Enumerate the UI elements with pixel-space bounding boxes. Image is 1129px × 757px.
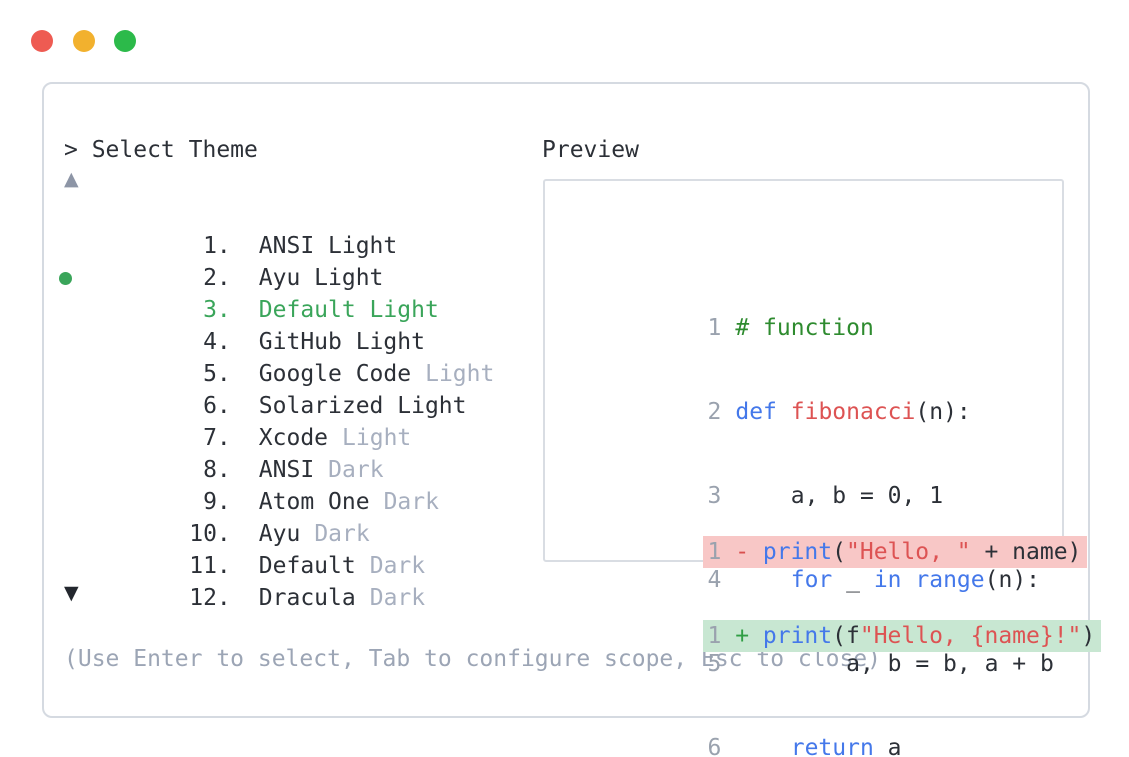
theme-number: 6. (203, 393, 231, 419)
theme-variant: Dark (369, 585, 426, 611)
theme-name: Atom One (258, 489, 370, 515)
theme-name: ANSI (258, 457, 315, 483)
theme-number: 3. (203, 297, 231, 323)
theme-list: 1. ANSI Light 2. Ayu Light 3. Default Light… (44, 198, 564, 611)
code-token: fibonacci (790, 399, 916, 425)
theme-item-ansi-dark[interactable]: 8. ANSI Dark (44, 422, 564, 483)
theme-item-solarized-light[interactable]: 6. Solarized Light (44, 358, 564, 419)
theme-item-google-code[interactable]: 5. Google Code Light (44, 326, 564, 387)
theme-number: 12. (189, 585, 231, 611)
close-button[interactable] (31, 30, 53, 52)
code-token: _ (832, 567, 874, 593)
code-token: a, b = b, a + b (735, 651, 1054, 677)
code-token: (n): (984, 567, 1041, 593)
diff-token: print (762, 539, 833, 565)
theme-name: Default (258, 553, 356, 579)
line-number: 6 (707, 735, 722, 757)
line-number: 1 (707, 623, 722, 649)
diff-token: - (721, 539, 763, 565)
diff-token: ( (832, 539, 846, 565)
theme-name: Dracula (258, 585, 356, 611)
diff-removed-highlight: 1 - print("Hello, " + name) (703, 536, 1088, 568)
code-token: def (735, 399, 777, 425)
scroll-down-icon[interactable]: ▼ (64, 582, 79, 604)
code-line: 2 def fibonacci(n): (569, 364, 1054, 425)
diff-token: + name) (970, 539, 1082, 565)
theme-number: 5. (203, 361, 231, 387)
diff-added-line: 1 + print(f"Hello, {name}!") (569, 588, 1102, 652)
theme-name: Ayu (258, 521, 301, 547)
zoom-button[interactable] (114, 30, 136, 52)
theme-number: 11. (189, 553, 231, 579)
theme-item-ansi-light[interactable]: 1. ANSI Light (44, 198, 564, 259)
code-token: return (790, 735, 874, 757)
theme-name: Default Light (258, 297, 439, 323)
code-token: a, b = 0, 1 (735, 483, 944, 509)
code-line: 4 for _ in range(n): (569, 532, 1054, 593)
theme-name: Ayu Light (258, 265, 384, 291)
line-number: 1 (707, 315, 722, 341)
theme-variant: Dark (369, 553, 426, 579)
theme-name: Google Code (258, 361, 412, 387)
diff-added-highlight: 1 + print(f"Hello, {name}!") (703, 620, 1102, 652)
theme-picker-panel: > Select Theme ▲ 1. ANSI Light 2. Ayu Ligh… (42, 82, 1102, 757)
theme-name: GitHub Light (258, 329, 425, 355)
theme-number: 4. (203, 329, 231, 355)
diff-token: (f (832, 623, 860, 649)
theme-variant: Dark (328, 457, 384, 483)
code-token (735, 735, 790, 757)
code-token (777, 399, 791, 425)
theme-item-github-light[interactable]: 4. GitHub Light (44, 294, 564, 355)
theme-number: 1. (203, 233, 231, 259)
select-theme-prompt: > Select Theme (64, 137, 258, 163)
scroll-up-icon[interactable]: ▲ (64, 168, 79, 190)
code-line: 5 a, b = b, a + b (569, 616, 1053, 677)
theme-name: ANSI Light (258, 233, 398, 259)
theme-number: 2. (203, 265, 231, 291)
theme-item-default-dark[interactable]: 11. Default Dark (44, 518, 564, 579)
diff-removed-line: 1 - print("Hello, " + name) (569, 504, 1101, 568)
diff-token: + (721, 623, 763, 649)
diff-block: 1 - print("Hello, " + name) 1 + print(f"… (569, 452, 1102, 672)
selected-dot-icon (59, 272, 72, 285)
theme-item-default-light-selected[interactable]: 3. Default Light (44, 262, 564, 323)
diff-token: ) (1081, 623, 1096, 649)
theme-variant: Light (425, 361, 495, 387)
theme-variant: Dark (383, 489, 439, 515)
code-line: 1 # function (569, 280, 1054, 341)
diff-token: "Hello, " (846, 539, 971, 565)
code-token: a (873, 735, 902, 757)
line-number: 2 (707, 399, 722, 425)
preview-title: Preview (542, 137, 639, 163)
theme-name: Xcode (258, 425, 329, 451)
theme-item-atom-one[interactable]: 9. Atom One Dark (44, 454, 564, 515)
theme-item-ayu-light[interactable]: 2. Ayu Light (44, 230, 564, 291)
theme-number: 7. (203, 425, 231, 451)
code-token: in (873, 567, 902, 593)
line-number: 3 (707, 483, 722, 509)
theme-item-xcode[interactable]: 7. Xcode Light (44, 390, 564, 451)
line-number: 4 (707, 567, 722, 593)
theme-variant: Light (342, 425, 412, 451)
theme-variant: Dark (314, 521, 370, 547)
theme-number: 10. (189, 521, 231, 547)
diff-token: print (762, 623, 833, 649)
code-line: 3 a, b = 0, 1 (569, 448, 1054, 509)
code-token: (n): (915, 399, 971, 425)
theme-name: Solarized Light (258, 393, 467, 419)
diff-token: "Hello, {name}!" (859, 623, 1082, 649)
code-line: 6 return a (569, 700, 1054, 757)
code-token: range (915, 567, 985, 593)
code-token: # function (735, 315, 874, 341)
theme-number: 8. (203, 457, 231, 483)
theme-item-ayu-dark[interactable]: 10. Ayu Dark (44, 486, 564, 547)
line-number: 5 (707, 651, 722, 677)
theme-number: 9. (203, 489, 231, 515)
minimize-button[interactable] (73, 30, 95, 52)
code-token: for (790, 567, 833, 593)
line-number: 1 (707, 539, 722, 565)
theme-item-dracula[interactable]: 12. Dracula Dark (44, 550, 564, 611)
